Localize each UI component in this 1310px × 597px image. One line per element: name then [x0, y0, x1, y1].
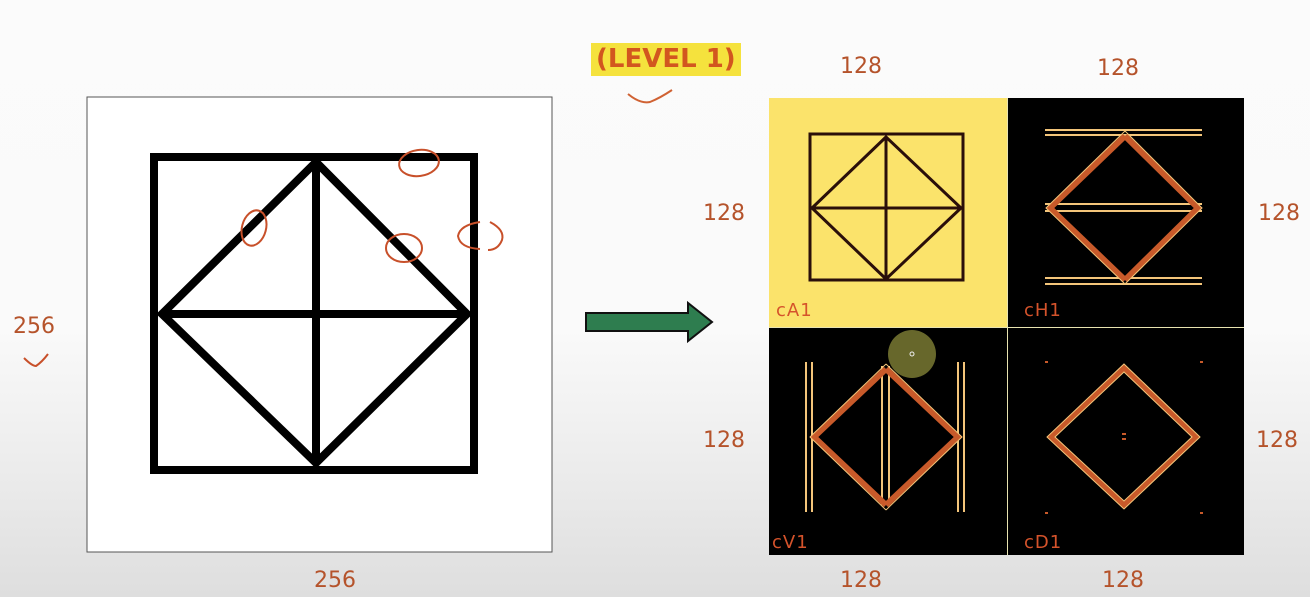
subband-label-cV1: cV1 [772, 532, 809, 553]
subband-label-cA1: cA1 [776, 300, 813, 321]
right-arrow [585, 300, 714, 344]
input-height-label: 256 [13, 314, 55, 339]
output-left-label-bottom: 128 [703, 428, 745, 453]
output-right-label-top: 128 [1258, 201, 1300, 226]
output-top-label-left: 128 [840, 54, 882, 79]
subband-label-cH1: cH1 [1024, 300, 1062, 321]
input-width-label: 256 [314, 568, 356, 593]
output-left-label-top: 128 [703, 201, 745, 226]
cA1-shape [808, 132, 965, 282]
output-right-label-bottom: 128 [1256, 428, 1298, 453]
input-shape [150, 153, 478, 474]
cursor-highlight [888, 330, 936, 378]
subband-label-cD1: cD1 [1024, 532, 1063, 553]
cV1-shape [805, 362, 965, 512]
cH1-shape [1045, 129, 1203, 285]
title-check-mark [627, 89, 673, 104]
output-bottom-label-left: 128 [840, 568, 882, 593]
panel-cA1-bg [769, 98, 1007, 327]
output-top-label-right: 128 [1097, 56, 1139, 81]
output-bottom-label-right: 128 [1102, 568, 1144, 593]
cD1-shape [1045, 361, 1203, 514]
level-title: (LEVEL 1) [591, 43, 741, 77]
annotation-circles [23, 148, 504, 368]
panel-cD1-bg [1008, 328, 1244, 555]
